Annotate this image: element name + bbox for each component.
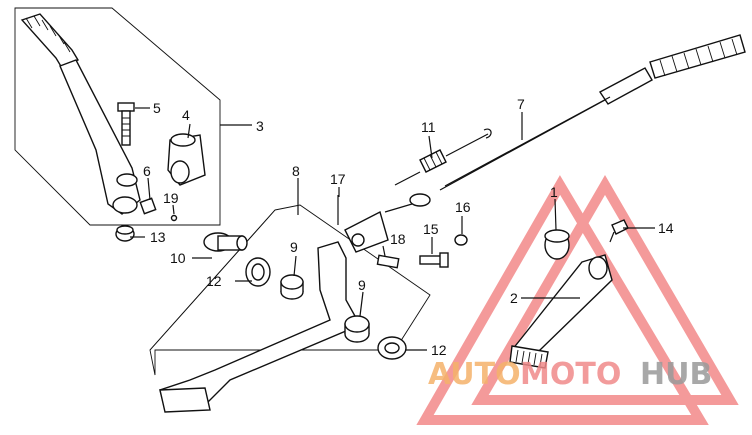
part-1 <box>544 229 570 260</box>
callout-12a: 12 <box>206 273 222 289</box>
callout-19: 19 <box>163 190 179 206</box>
watermark-logo <box>416 175 739 425</box>
callout-15: 15 <box>423 221 439 237</box>
callout-1: 1 <box>550 184 558 200</box>
clevis-17-18 <box>337 195 400 269</box>
spring-11 <box>394 128 492 186</box>
callout-5: 5 <box>153 100 161 116</box>
brake-pedal-8 <box>159 241 361 413</box>
cable-7 <box>384 34 746 213</box>
callout-11: 11 <box>421 119 436 135</box>
part-13-nut <box>115 225 135 242</box>
part-6-pin <box>139 197 157 215</box>
kick-arm <box>20 13 141 215</box>
part-15-bolt <box>419 252 449 268</box>
callout-9a: 9 <box>290 239 298 255</box>
leader-lines <box>130 107 655 351</box>
part-19-dot <box>170 214 178 222</box>
part-4-body <box>167 133 206 186</box>
callout-4: 4 <box>182 107 190 123</box>
callout-17: 17 <box>330 171 346 187</box>
bushing-9a <box>280 274 304 300</box>
pedal-2 <box>509 254 613 369</box>
bushing-9b <box>344 315 370 343</box>
callout-12b: 12 <box>431 342 447 358</box>
callout-6: 6 <box>143 163 151 179</box>
callout-16: 16 <box>455 199 471 215</box>
part-14 <box>609 219 629 243</box>
pivot-10 <box>203 232 248 252</box>
callout-3: 3 <box>256 118 264 134</box>
callout-10: 10 <box>170 250 186 266</box>
kick-starter-group-outline <box>14 7 221 226</box>
watermark-hub: HUB <box>640 357 712 392</box>
callout-14: 14 <box>658 220 674 236</box>
callout-2: 2 <box>510 290 518 306</box>
part-16-nut <box>454 234 468 246</box>
callout-13: 13 <box>150 229 166 245</box>
callout-9b: 9 <box>358 277 366 293</box>
part-5-bolt <box>117 102 135 146</box>
callout-labels: 1 2 3 4 5 6 7 8 9 9 10 11 12 12 13 14 15… <box>143 96 674 358</box>
callout-8: 8 <box>292 163 300 179</box>
watermark-text: AUTO MOTO HUB <box>428 357 712 392</box>
watermark-auto: AUTO <box>428 357 521 392</box>
callout-7: 7 <box>517 96 525 112</box>
watermark-moto: MOTO <box>520 357 621 392</box>
washer-12b <box>377 336 407 360</box>
washer-12a <box>245 257 271 287</box>
callout-18: 18 <box>390 231 406 247</box>
